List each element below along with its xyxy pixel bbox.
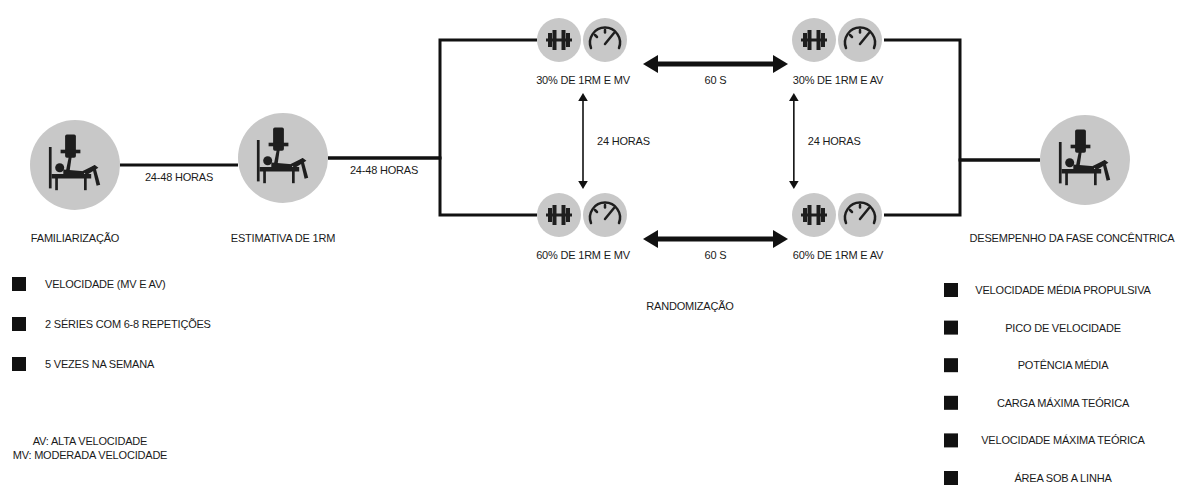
node-label: 60% DE 1RM E MV: [536, 248, 630, 262]
icon-circle: [838, 193, 882, 237]
bench-press-figure: [49, 134, 100, 190]
icon-circle: [792, 18, 836, 62]
connector-line: [884, 40, 1040, 160]
connector: [120, 165, 238, 166]
arrow-head: [789, 93, 799, 101]
arrow-head: [578, 93, 588, 101]
bench-press-figure: [257, 127, 308, 183]
arrow-head: [789, 181, 799, 189]
connector: [328, 158, 537, 215]
edge-label: 24-48 HORAS: [348, 163, 420, 177]
arrow-head: [643, 230, 658, 248]
bullet-square: [944, 321, 958, 335]
icon-circle: [537, 193, 581, 237]
speedometer-symbol: [590, 28, 620, 48]
bullet-square: [944, 396, 958, 410]
note-text: PICO DE VELOCIDADE: [1005, 321, 1121, 335]
dumbbell-symbol: [546, 205, 572, 225]
arrow-head: [773, 55, 788, 73]
node-label: 60% DE 1RM E AV: [793, 248, 883, 262]
icon-node: 60% DE 1RM E AV: [792, 193, 884, 237]
icon-circle: [30, 120, 120, 210]
bullet-square: [944, 433, 958, 447]
bench-press-icon: [238, 113, 328, 203]
note-text: AV: ALTA VELOCIDADE: [33, 434, 147, 448]
speedometer-symbol: [845, 203, 875, 223]
connector: [643, 55, 788, 73]
connector: [643, 230, 788, 248]
bullet-square: [12, 317, 26, 331]
note-text: CARGA MÁXIMA TEÓRICA: [997, 396, 1129, 410]
connector: [884, 160, 1040, 215]
load-speed-icons: [537, 193, 629, 237]
connector-line: [120, 164, 238, 167]
connector: [328, 40, 537, 158]
load-speed-icons: [537, 18, 629, 62]
icon-circle: [792, 193, 836, 237]
node-label: ESTIMATIVA DE 1RM: [231, 231, 335, 245]
note-text: VELOCIDADE MÉDIA PROPULSIVA: [975, 283, 1150, 297]
note-text: 2 SÉRIES COM 6-8 REPETIÇÕES: [45, 317, 211, 331]
bullet-square: [944, 283, 958, 297]
connector-line: [884, 160, 1040, 215]
speedometer-symbol: [590, 203, 620, 223]
icon-node: 30% DE 1RM E MV: [537, 18, 629, 62]
arrow-head: [773, 230, 788, 248]
icon-circle: [583, 193, 627, 237]
note-text: MV: MODERADA VELOCIDADE: [13, 448, 168, 462]
edge-label: 60 S: [703, 248, 729, 262]
node-label: 30% DE 1RM E AV: [793, 73, 883, 87]
icon-node: DESEMPENHO DA FASE CONCÊNTRICA: [1040, 115, 1130, 205]
note-text: ÁREA SOB A LINHA: [1014, 471, 1111, 485]
note-text: 5 VEZES NA SEMANA: [45, 357, 154, 371]
icon-circle: [238, 113, 328, 203]
note-text: VELOCIDADE MÁXIMA TEÓRICA: [981, 433, 1145, 447]
icon-node: FAMILIARIZAÇÃO: [30, 120, 120, 210]
edge-label: 24 HORAS: [806, 134, 863, 148]
dumbbell-symbol: [801, 30, 827, 50]
connector-line: [655, 237, 776, 242]
bullet-square: [944, 471, 958, 485]
bullet-square: [944, 358, 958, 372]
connector-line: [582, 99, 584, 182]
note-text: VELOCIDADE (MV E AV): [45, 277, 166, 291]
connector: [789, 93, 799, 189]
note-text: POTÊNCIA MÉDIA: [1018, 358, 1109, 372]
icon-circle: [537, 18, 581, 62]
load-speed-icons: [792, 18, 884, 62]
bench-press-icon: [1040, 115, 1130, 205]
icon-node: 30% DE 1RM E AV: [792, 18, 884, 62]
connector-line: [655, 62, 776, 67]
arrow-head: [578, 181, 588, 189]
connector-line: [328, 158, 537, 215]
bullet-square: [12, 277, 26, 291]
icon-circle: [838, 18, 882, 62]
bench-press-icon: [30, 120, 120, 210]
edge-label: 60 S: [703, 73, 729, 87]
node-label: DESEMPENHO DA FASE CONCÊNTRICA: [970, 231, 1175, 245]
icon-node: 60% DE 1RM E MV: [537, 193, 629, 237]
connector-line: [328, 40, 537, 158]
bench-press-figure: [1059, 129, 1110, 185]
load-speed-icons: [792, 193, 884, 237]
dumbbell-symbol: [546, 30, 572, 50]
node-label: FAMILIARIZAÇÃO: [31, 231, 119, 245]
node-label: 30% DE 1RM E MV: [536, 73, 630, 87]
arrow-head: [643, 55, 658, 73]
icon-node: ESTIMATIVA DE 1RM: [238, 113, 328, 203]
edge-label: 24 HORAS: [595, 134, 652, 148]
speedometer-symbol: [845, 28, 875, 48]
edge-label: 24-48 HORAS: [143, 170, 215, 184]
icon-circle: [583, 18, 627, 62]
connector: [884, 40, 1040, 160]
dumbbell-symbol: [801, 205, 827, 225]
bullet-square: [12, 357, 26, 371]
icon-circle: [1040, 115, 1130, 205]
connector: [578, 93, 588, 189]
connector-line: [793, 99, 795, 182]
note-text: RANDOMIZAÇÃO: [646, 299, 733, 313]
